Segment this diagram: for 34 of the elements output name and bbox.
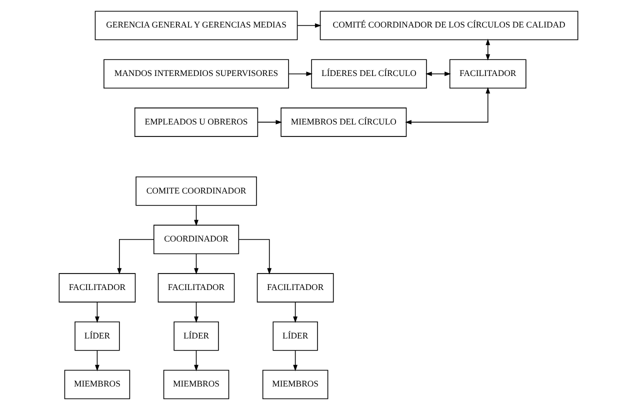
arrow <box>485 38 490 61</box>
node-box: LÍDER <box>272 322 318 351</box>
arrow <box>288 72 312 76</box>
arrow <box>425 72 450 76</box>
arrow <box>194 254 198 274</box>
arrow <box>296 23 321 28</box>
arrow <box>94 350 99 372</box>
node-box: MIEMBROS <box>162 370 229 400</box>
arrow <box>194 205 198 226</box>
arrow <box>238 239 272 274</box>
node-box: LÍDERES DEL CÍRCULO <box>310 59 426 88</box>
node-box: FACILITADOR <box>448 59 526 88</box>
node-box: LÍDER <box>74 322 120 351</box>
node-box: LÍDER <box>173 322 218 351</box>
node-box: COORDINADOR <box>152 224 239 254</box>
arrow <box>404 87 490 124</box>
arrow <box>194 302 198 323</box>
node-box: FACILITADOR <box>157 273 234 302</box>
node-box: FACILITADOR <box>58 273 136 302</box>
arrow <box>194 350 198 372</box>
arrow <box>94 302 99 323</box>
node-box: MIEMBROS DEL CÍRCULO <box>280 108 406 137</box>
node-box: MIEMBROS <box>64 370 130 400</box>
node-box: MIEMBROS <box>262 370 328 400</box>
node-box: FACILITADOR <box>256 273 334 302</box>
node-box: COMITÉ COORDINADOR DE LOS CÍRCULOS DE CALIDAD <box>319 10 578 40</box>
arrow <box>292 302 298 323</box>
node-box: GERENCIA GENERAL Y GERENCIAS MEDIAS <box>94 10 298 40</box>
node-box: EMPLEADOS U OBREROS <box>134 108 258 137</box>
arrow <box>292 350 298 372</box>
arrow <box>256 120 282 124</box>
node-box: COMITE COORDINADOR <box>135 176 256 206</box>
node-box: MANDOS INTERMEDIOS SUPERVISORES <box>103 59 288 88</box>
arrow <box>116 239 154 274</box>
